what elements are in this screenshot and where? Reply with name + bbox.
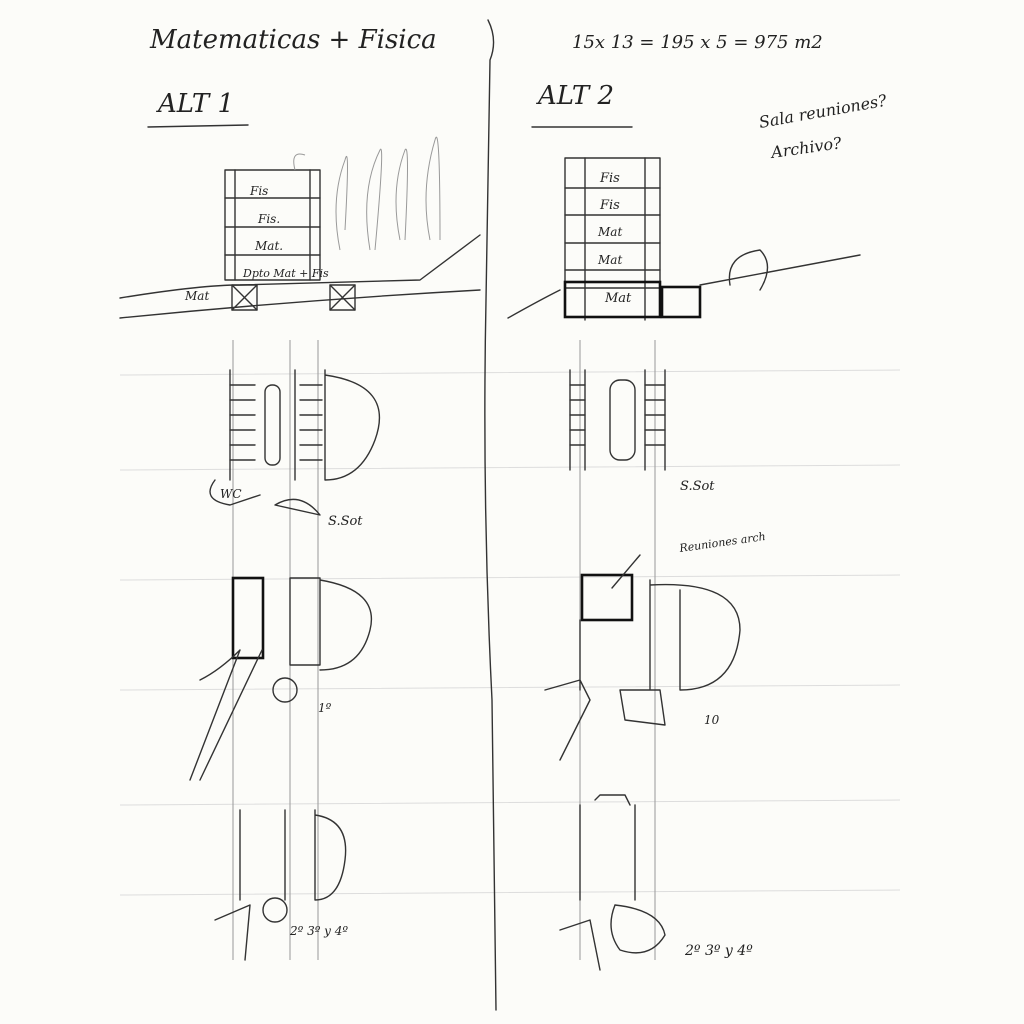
wc-label: WC — [220, 487, 242, 501]
basement-label: S.Sot — [328, 514, 363, 529]
alt2-note-archive: Archivo? — [768, 133, 843, 162]
alt1-section: Fis Fis. Mat. Dpto Mat + Fis Mat — [119, 136, 481, 319]
alt2-heading: ALT 2 — [536, 81, 614, 111]
section-label: Mat — [597, 225, 622, 239]
first-floor-label: 1º — [318, 701, 332, 715]
first-floor-label: 10 — [704, 713, 720, 727]
section-label: Fis — [249, 184, 268, 198]
alt1-plans: WC S.Sot 1º 2º 3º y 4º — [189, 340, 380, 961]
area-calculation: 15x 13 = 195 x 5 = 975 m2 — [572, 32, 823, 53]
alt1-underline — [147, 124, 249, 128]
guide-lines — [119, 369, 901, 896]
section-label: Mat — [184, 289, 209, 303]
meeting-archive-label: Reuniones arch — [678, 530, 767, 555]
section-label: Mat. — [254, 239, 283, 253]
alt1-heading: ALT 1 — [156, 89, 234, 119]
upper-floors-label: 2º 3º y 4º — [289, 924, 348, 938]
title: Matematicas + Fisica — [149, 25, 437, 55]
section-label: Fis — [599, 198, 620, 213]
section-label: Fis. — [257, 212, 280, 226]
alt2-plans: S.Sot Reuniones arch 10 2º 3º y 4º — [544, 340, 767, 971]
basement-label: S.Sot — [680, 479, 715, 494]
section-label: Mat — [604, 291, 632, 306]
divider-line — [484, 19, 497, 1011]
alt2-note-meeting: Sala reuniones? — [757, 91, 888, 132]
section-label: Mat — [597, 253, 622, 267]
alt2-section: Fis Fis Mat Mat Mat — [507, 157, 861, 321]
section-label: Dpto Mat + Fis — [242, 267, 329, 280]
upper-floors-label: 2º 3º y 4º — [684, 943, 753, 959]
section-label: Fis — [599, 171, 620, 186]
